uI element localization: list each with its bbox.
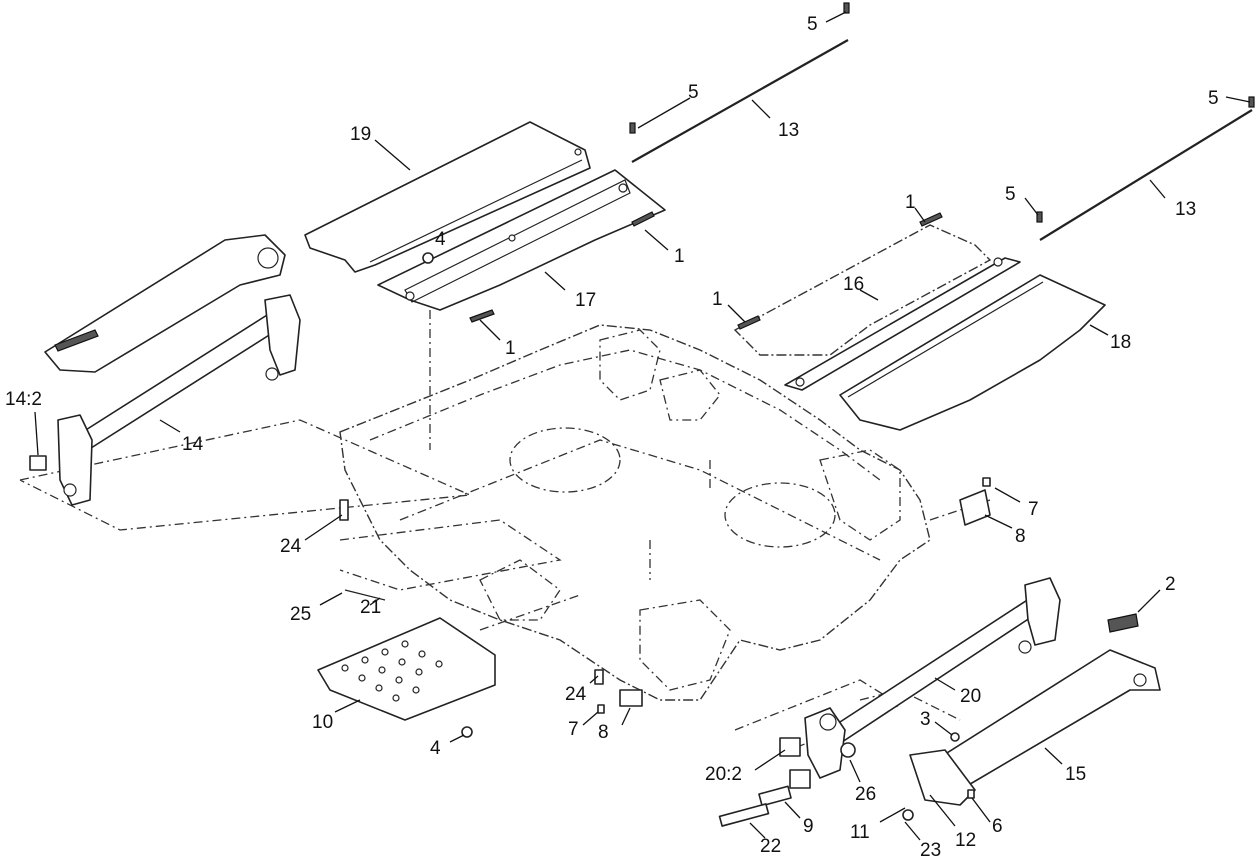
callout-19: 19 [350,124,371,145]
part-18-cover-plate [839,274,1106,431]
callout-9: 9 [803,816,814,837]
callout-5: 5 [1005,184,1016,205]
part-15-arm [909,649,1161,806]
callout-24: 24 [280,536,302,557]
callout-10: 10 [312,712,333,733]
callout-1: 1 [505,338,516,359]
callout-23: 23 [920,840,941,861]
callout-6: 6 [992,816,1003,837]
part-17-mount-plate [377,169,666,311]
callout-20: 20 [960,686,981,707]
part-20-axle [779,577,1061,789]
part-16-mount-plate [733,224,1021,391]
callout-24: 24 [565,684,587,705]
callout-8: 8 [1015,526,1026,547]
callout-26: 26 [855,784,876,805]
callout-5: 5 [807,14,818,35]
callout-3: 3 [920,709,931,730]
callout-5: 5 [1208,88,1219,109]
callout-7: 7 [568,719,579,740]
callout-1: 1 [674,246,685,267]
callout-13: 13 [1175,199,1196,220]
callout-22: 22 [760,836,781,857]
callout-21: 21 [360,597,381,618]
callout-20-2: 20:2 [705,764,742,785]
callout-2: 2 [1165,574,1176,595]
callout-12: 12 [955,830,976,851]
part-14-upper-arm [44,234,286,373]
callout-labels: 5 5 13 5 19 4 1 17 1 5 13 1 16 1 18 14:2… [5,14,1219,861]
callout-14-2: 14:2 [5,389,42,410]
leader-lines [34,11,1251,841]
part-14-axle [29,294,301,506]
callout-18: 18 [1110,332,1131,353]
part-19-cover-plate [304,121,591,273]
callout-1: 1 [712,289,723,310]
callout-16: 16 [843,274,864,295]
callout-5: 5 [688,82,699,103]
callout-14: 14 [182,434,204,455]
callout-4: 4 [435,229,446,250]
part-13-rods [631,39,1253,241]
foot-plate-holes [341,640,443,702]
callout-7: 7 [1028,499,1039,520]
callout-17: 17 [575,290,596,311]
callout-8: 8 [598,722,609,743]
deck-frame [339,324,931,701]
callout-11: 11 [850,822,870,843]
callout-15: 15 [1065,764,1086,785]
pins-and-bolts [339,477,991,827]
callout-25: 25 [290,604,311,625]
part-10-foot-plate [317,617,496,721]
callout-4: 4 [430,738,441,759]
small-hardware [422,2,1255,742]
callout-1: 1 [905,192,916,213]
callout-13: 13 [778,120,799,141]
